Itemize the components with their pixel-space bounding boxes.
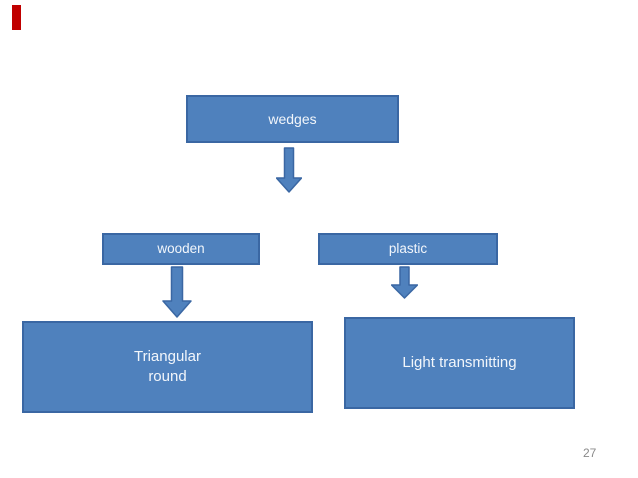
node-plastic-label: plastic (388, 240, 428, 256)
node-wedges-label: wedges (268, 110, 317, 127)
node-wooden-label: wooden (157, 240, 205, 256)
node-light-transmitting: Light transmitting (344, 317, 575, 409)
down-arrow-connector-right (391, 266, 418, 299)
down-arrow-connector-root (276, 147, 302, 193)
node-light-transmitting-label: Light transmitting (402, 353, 517, 371)
node-plastic: plastic (318, 233, 498, 265)
node-triangular-round-line1: Triangular (134, 347, 201, 365)
node-wooden: wooden (102, 233, 260, 265)
node-triangular-round-line2: round (148, 368, 187, 385)
page-number: 27 (583, 446, 597, 460)
node-triangular-round: Triangular round (22, 321, 313, 413)
node-wedges: wedges (186, 95, 399, 143)
down-arrow-connector-left (162, 266, 192, 318)
red-marker (12, 5, 21, 30)
